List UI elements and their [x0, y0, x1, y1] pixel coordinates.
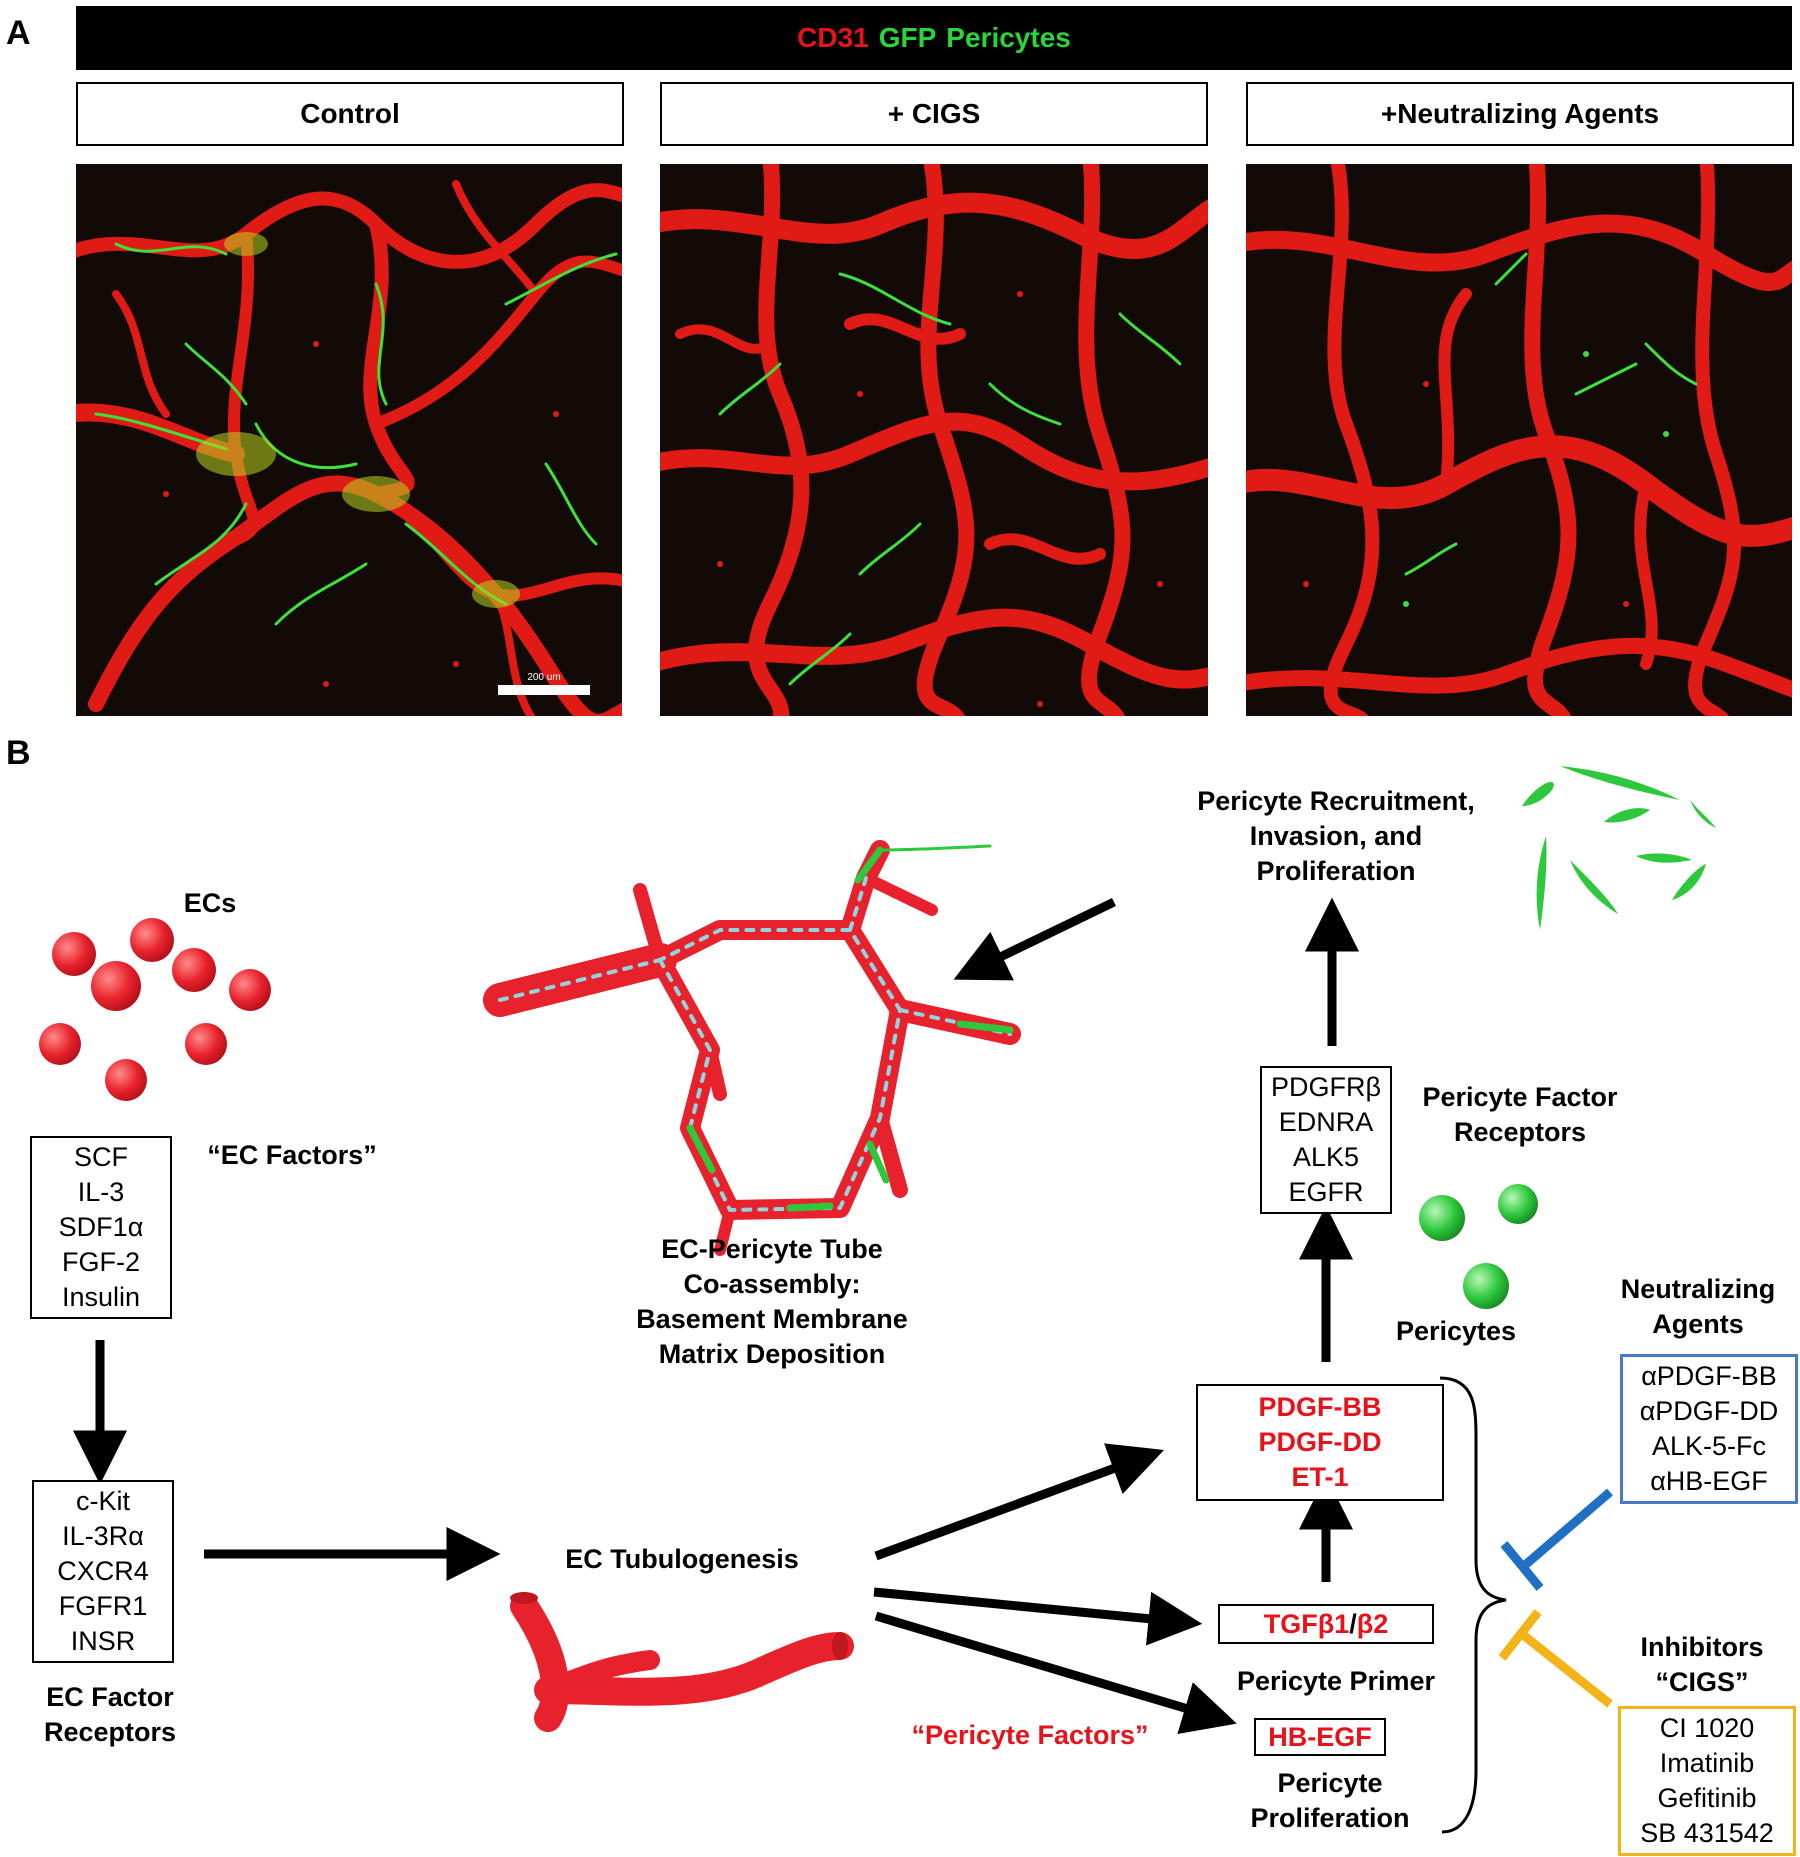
- condition-label-neutralizing: +Neutralizing Agents: [1246, 82, 1794, 146]
- ecs-label: ECs: [183, 888, 237, 918]
- pericytes-label: Pericytes: [1395, 1316, 1517, 1346]
- condition-label-control: Control: [76, 82, 624, 146]
- tgf-beta2: β2: [1356, 1609, 1389, 1639]
- neutralizing-title: Neutralizing Agents: [1620, 1274, 1776, 1339]
- arrow-recruitment-to-network: [953, 897, 1116, 981]
- inhibitor-item: CI 1020: [1659, 1713, 1755, 1743]
- condition-label-cigs: + CIGS: [660, 82, 1208, 146]
- inhibitor-item: SB 431542: [1640, 1818, 1774, 1848]
- legend-pericytes: Pericytes: [946, 22, 1071, 53]
- ec-factor-item: Insulin: [61, 1282, 141, 1312]
- ec-factors-title: “EC Factors”: [207, 1140, 377, 1170]
- pericyte-factor-item: ET-1: [1291, 1462, 1349, 1492]
- arrow-to-pdgf: [874, 1443, 1165, 1561]
- tubulogenesis-label: EC Tubulogenesis: [565, 1544, 799, 1574]
- inhibitors-box: CI 1020 Imatinib Gefitinib SB 431542: [1618, 1706, 1796, 1856]
- inhibitors-title: Inhibitors “CIGS”: [1640, 1632, 1764, 1697]
- ec-receptor-item: INSR: [70, 1626, 136, 1656]
- pericyte-receptors-box: PDGFRβ EDNRA ALK5 EGFR: [1260, 1066, 1392, 1214]
- proliferation-label: Pericyte Proliferation: [1250, 1768, 1410, 1833]
- neutralizing-agents-box: αPDGF-BB αPDGF-DD ALK-5-Fc αHB-EGF: [1620, 1354, 1798, 1504]
- legend-cd31: CD31: [797, 22, 869, 53]
- inhibitor-item: Imatinib: [1659, 1748, 1755, 1778]
- ec-receptors-box: c-Kit IL-3Rα CXCR4 FGFR1 INSR: [32, 1480, 174, 1663]
- micrograph-control: 200 um: [76, 164, 622, 716]
- tgf-beta1: TGFβ1: [1263, 1609, 1350, 1639]
- pericyte-factor-item: PDGF-DD: [1258, 1427, 1382, 1457]
- migrating-pericytes-icon: [1522, 766, 1716, 930]
- pericyte-receptor-item: EDNRA: [1278, 1107, 1374, 1137]
- hbegf-box: HB-EGF: [1254, 1718, 1386, 1756]
- tgf-box: TGFβ1/β2: [1218, 1604, 1434, 1644]
- ec-tube-icon: [510, 1592, 854, 1732]
- ec-receptors-title: EC Factor Receptors: [43, 1682, 177, 1747]
- pericyte-factors-title: “Pericyte Factors”: [911, 1720, 1149, 1750]
- scale-bar-label: 200 um: [527, 672, 560, 683]
- panel-b-letter: B: [6, 734, 31, 772]
- pericyte-factor-item: PDGF-BB: [1258, 1392, 1382, 1422]
- ec-receptor-item: c-Kit: [76, 1486, 130, 1516]
- factor-brace: [1439, 1376, 1507, 1834]
- panel-a-letter: A: [6, 14, 31, 52]
- neutralizing-agent-item: ALK-5-Fc: [1651, 1431, 1767, 1461]
- coassembly-network-icon: [483, 840, 1021, 1256]
- ec-factor-item: FGF-2: [62, 1247, 140, 1277]
- tgf-separator: /: [1349, 1609, 1357, 1639]
- primer-label: Pericyte Primer: [1236, 1666, 1436, 1696]
- pericyte-receptor-item: EGFR: [1288, 1177, 1364, 1207]
- micrograph-cigs: [660, 164, 1208, 716]
- pericyte-receptor-item: ALK5: [1292, 1142, 1360, 1172]
- ec-factors-box: SCF IL-3 SDF1α FGF-2 Insulin: [30, 1136, 172, 1319]
- neutralizing-inhibition-icon: [1500, 1488, 1613, 1591]
- micrograph-neutralizing: [1246, 164, 1792, 716]
- pericyte-factors-box: PDGF-BB PDGF-DD ET-1: [1196, 1384, 1444, 1501]
- ec-receptor-item: CXCR4: [57, 1556, 149, 1586]
- coassembly-label: EC-Pericyte Tube Co-assembly: Basement M…: [636, 1234, 908, 1369]
- pericyte-spheres: [1419, 1184, 1538, 1309]
- ec-receptor-item: IL-3Rα: [62, 1521, 144, 1551]
- ec-spheres: [39, 918, 271, 1101]
- inhibitor-inhibition-icon: [1498, 1609, 1613, 1708]
- arrow-to-tgf: [873, 1587, 1203, 1646]
- ec-factor-item: SDF1α: [58, 1212, 144, 1242]
- neutralizing-agent-item: αHB-EGF: [1650, 1466, 1768, 1496]
- neutralizing-agent-item: αPDGF-DD: [1639, 1396, 1779, 1426]
- pericyte-receptors-title: Pericyte Factor Receptors: [1422, 1082, 1618, 1147]
- arrow-to-hbegf: [874, 1611, 1237, 1735]
- ec-factor-item: IL-3: [77, 1177, 125, 1207]
- channel-legend-bar: CD31 GFP Pericytes: [76, 6, 1792, 70]
- legend-gfp: GFP: [878, 22, 937, 53]
- pericyte-receptor-item: PDGFRβ: [1270, 1072, 1382, 1102]
- ec-receptor-item: FGFR1: [58, 1591, 148, 1621]
- neutralizing-agent-item: αPDGF-BB: [1641, 1361, 1777, 1391]
- ec-factor-item: SCF: [74, 1142, 128, 1172]
- recruitment-label: Pericyte Recruitment, Invasion, and Prol…: [1197, 786, 1475, 886]
- inhibitor-item: Gefitinib: [1657, 1783, 1757, 1813]
